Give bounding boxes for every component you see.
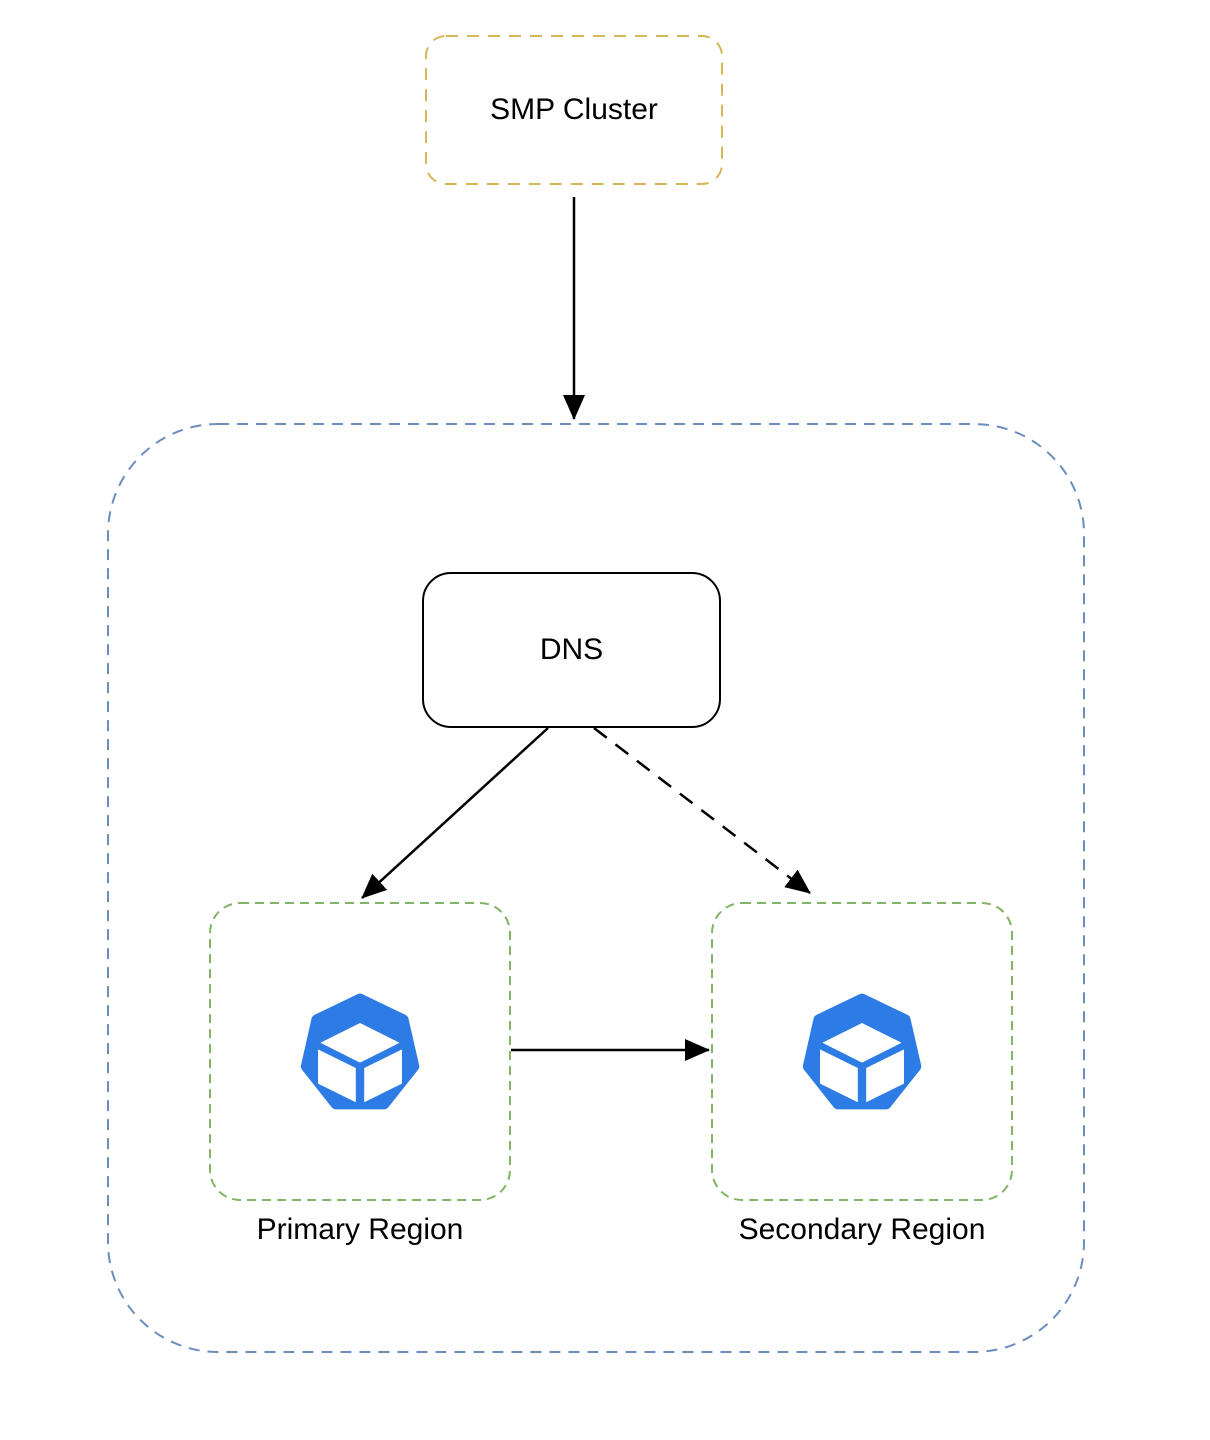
cube-left-face [820, 1049, 858, 1103]
edge-dns-to-secondary [593, 727, 811, 894]
cube-left-face [318, 1049, 356, 1103]
cube-top-face [320, 1023, 400, 1063]
kubernetes-cluster-icon [300, 993, 420, 1110]
cube-right-face [866, 1049, 904, 1103]
dns-node [422, 572, 721, 728]
outer-region-container [107, 423, 1085, 1353]
smp-cluster-node [425, 35, 723, 185]
edge-dns-to-primary [361, 727, 549, 899]
cube-top-face [822, 1023, 902, 1063]
cube-right-face [364, 1049, 402, 1103]
kubernetes-cluster-icon [802, 993, 922, 1110]
